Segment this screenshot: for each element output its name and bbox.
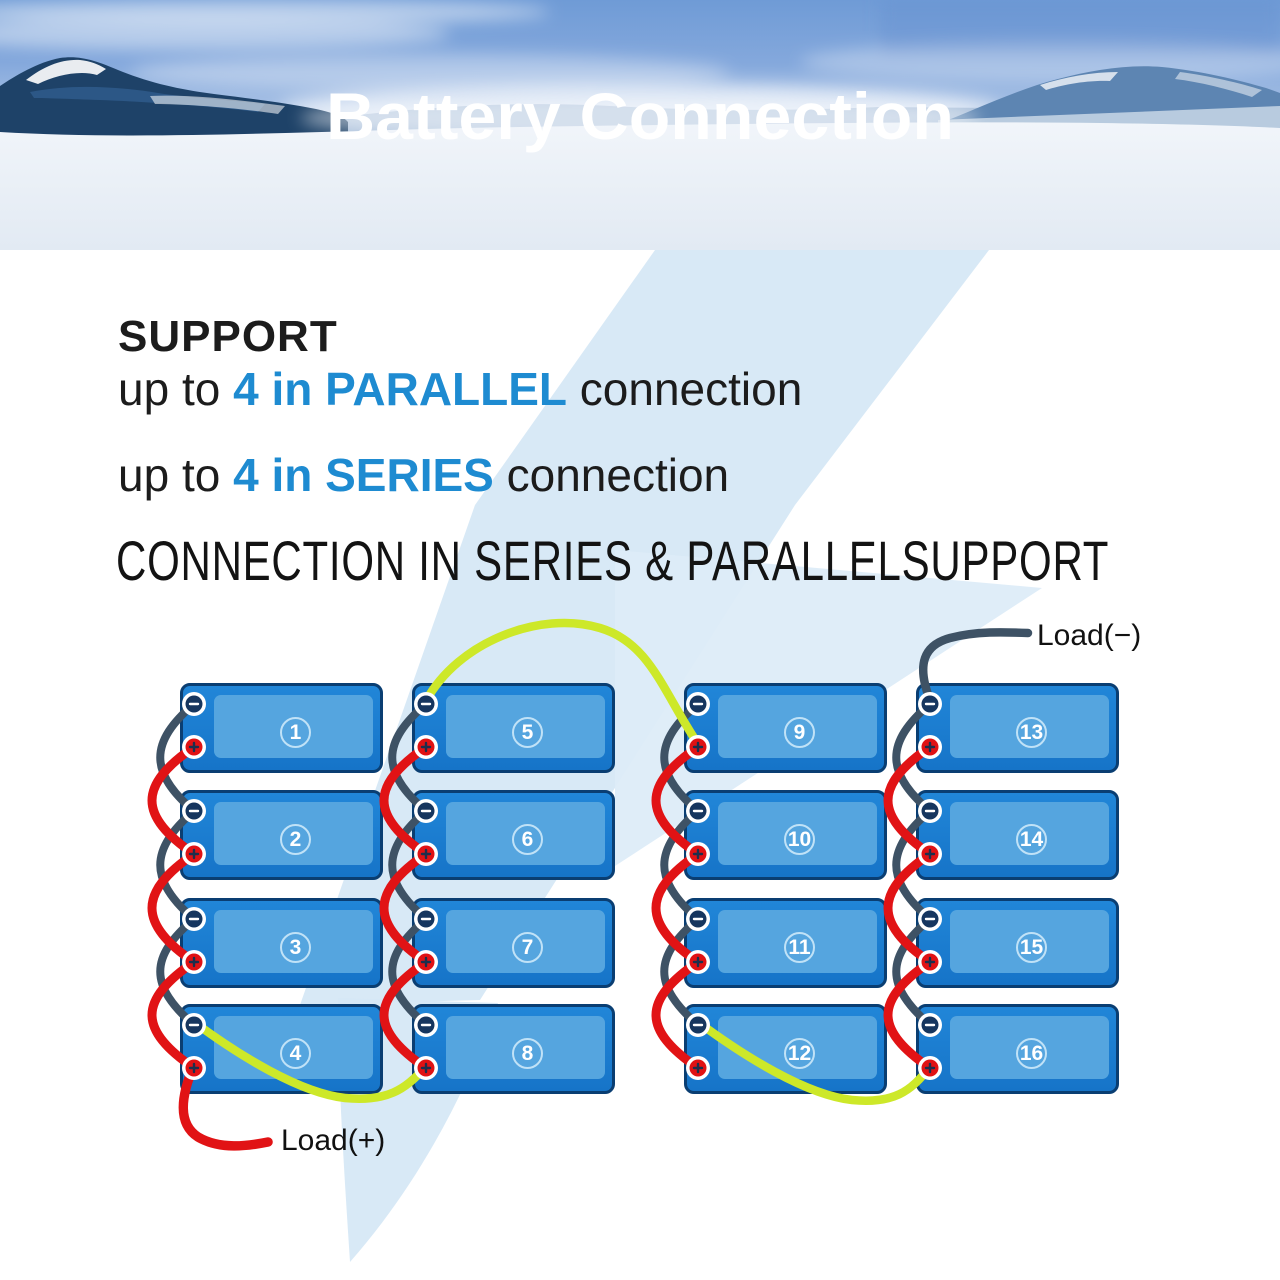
- battery-number-badge: 3: [280, 932, 311, 963]
- support-line-parallel: up to 4 in PARALLEL connection: [118, 362, 802, 416]
- battery-number-badge: 5: [512, 717, 543, 748]
- battery-12: 12: [684, 1004, 887, 1094]
- support-line-highlight: 4 in PARALLEL: [233, 363, 568, 415]
- battery-8: 8: [412, 1004, 615, 1094]
- support-line-prefix: up to: [118, 449, 234, 501]
- battery-number-badge: 14: [1016, 824, 1047, 855]
- battery-number-badge: 2: [280, 824, 311, 855]
- battery-2: 2: [180, 790, 383, 880]
- support-line-highlight: 4 in SERIES: [233, 449, 494, 501]
- banner-title: Battery Connection: [326, 79, 954, 153]
- load-negative-label: Load(−): [1037, 619, 1142, 652]
- battery-4: 4: [180, 1004, 383, 1094]
- battery-11: 11: [684, 898, 887, 988]
- section-heading: CONNECTION IN SERIES & PARALLELSUPPORT: [116, 529, 1110, 592]
- battery-14: 14: [916, 790, 1119, 880]
- load-positive-label: Load(+): [281, 1124, 386, 1157]
- battery-3: 3: [180, 898, 383, 988]
- banner: Battery Connection: [0, 0, 1280, 250]
- battery-1: 1: [180, 683, 383, 773]
- battery-number-badge: 16: [1016, 1038, 1047, 1069]
- battery-5: 5: [412, 683, 615, 773]
- mountain-photo: Battery Connection: [0, 0, 1280, 250]
- battery-number-badge: 8: [512, 1038, 543, 1069]
- snowfield: [0, 122, 1280, 250]
- battery-number-badge: 15: [1016, 932, 1047, 963]
- battery-number-badge: 9: [784, 717, 815, 748]
- battery-number-badge: 7: [512, 932, 543, 963]
- support-block: SUPPORT up to 4 in PARALLEL connection u…: [118, 312, 802, 501]
- battery-10: 10: [684, 790, 887, 880]
- battery-7: 7: [412, 898, 615, 988]
- support-line-prefix: up to: [118, 363, 234, 415]
- support-heading: SUPPORT: [118, 312, 338, 361]
- battery-number-badge: 13: [1016, 717, 1047, 748]
- battery-number-badge: 11: [784, 932, 815, 963]
- battery-number-badge: 10: [784, 824, 815, 855]
- battery-9: 9: [684, 683, 887, 773]
- battery-13: 13: [916, 683, 1119, 773]
- battery-number-badge: 4: [280, 1038, 311, 1069]
- battery-number-badge: 1: [280, 717, 311, 748]
- battery-number-badge: 12: [784, 1038, 815, 1069]
- left-mountain: [0, 57, 348, 140]
- battery-15: 15: [916, 898, 1119, 988]
- battery-16: 16: [916, 1004, 1119, 1094]
- battery-number-badge: 6: [512, 824, 543, 855]
- battery-6: 6: [412, 790, 615, 880]
- support-line-suffix: connection: [567, 363, 803, 415]
- support-line-series: up to 4 in SERIES connection: [118, 448, 729, 502]
- support-line-suffix: connection: [493, 449, 730, 501]
